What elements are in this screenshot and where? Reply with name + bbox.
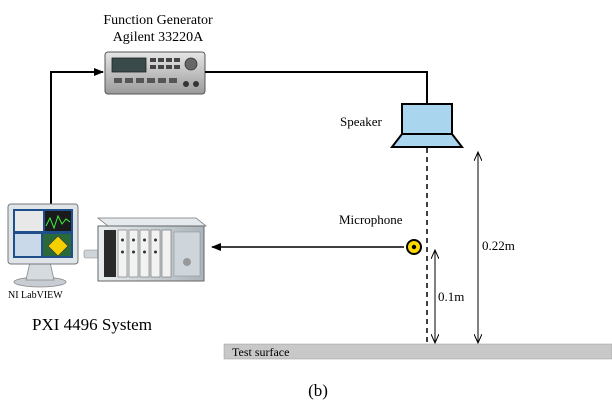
function-generator-device (104, 51, 206, 95)
figure-caption: (b) (308, 381, 328, 400)
computer-to-generator-wire (50, 68, 104, 214)
speaker-label: Speaker (340, 114, 383, 129)
pxi-chassis-icon (96, 217, 208, 282)
test-surface-label: Test surface (232, 345, 289, 359)
function-generator-label-line1: Function Generator (103, 13, 213, 28)
mic-height-label: 0.1m (438, 289, 464, 304)
microphone-label: Microphone (339, 212, 403, 227)
function-generator-label-line2: Agilent 33220A (113, 30, 204, 45)
speaker-height-label: 0.22m (482, 238, 515, 253)
labview-label: NI LabVIEW (8, 290, 63, 301)
test-surface (223, 343, 612, 360)
labview-computer-icon (7, 203, 107, 288)
pxi-system-label: PXI 4496 System (32, 315, 152, 334)
speaker-icon (389, 103, 465, 148)
generator-to-speaker-wire (205, 71, 428, 104)
microphone-icon (406, 239, 422, 255)
